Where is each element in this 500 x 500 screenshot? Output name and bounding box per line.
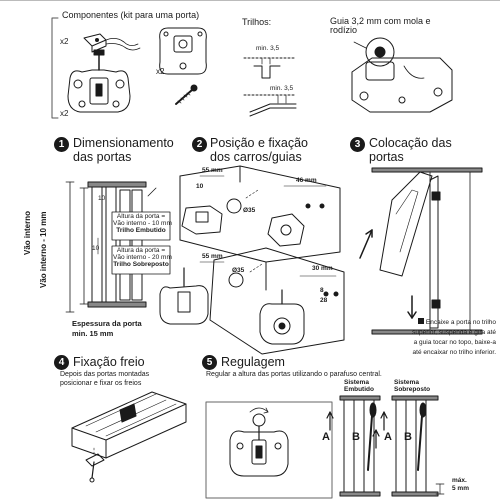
rail-profile-bottom-icon <box>243 94 297 117</box>
box2-line3: Trilho Sobreposto <box>113 260 169 268</box>
thickness-line2: min. 15 mm <box>72 329 114 338</box>
door-height-box-1: Altura da porta = Vão interno - 10 mm Tr… <box>113 213 172 234</box>
rails-title: Trilhos: <box>242 17 272 27</box>
guide-label: Guia 3,2 mm com mola e rodízio <box>330 16 431 36</box>
step3-note-line1: Encaixe a porta no trilho <box>346 318 496 328</box>
box2-line2: Vão interno - 20 mm <box>113 253 172 261</box>
step-1-title-line1: Dimensionamento <box>73 136 174 150</box>
sys1-line1: Sistema <box>344 379 369 386</box>
box1-line3: Trilho Embutido <box>116 226 166 234</box>
dim-8: 8 <box>320 287 324 294</box>
box2-line1: Altura da porta = <box>116 247 166 254</box>
step3-note-line3: a guia tocar no topo, baixe-a <box>413 339 496 346</box>
sys2-line1: Sistema <box>394 379 419 386</box>
dim-35-bottom: Ø35 <box>232 267 245 274</box>
dim-46: 46 mm <box>296 177 317 184</box>
dim-30: 30 mm <box>312 265 333 272</box>
embutido-system-diagram <box>326 395 381 497</box>
info-icon <box>417 318 424 324</box>
max-line1: máx. <box>452 477 467 484</box>
vao-interno-label: Vão interno <box>23 210 32 255</box>
sys1-line2: Embutido <box>344 386 374 393</box>
dim-10-top: 10 <box>98 195 106 202</box>
step-1-number: 1 <box>54 137 69 152</box>
step4-desc-line1: Depois das portas montadas <box>60 371 150 378</box>
step-3-title-line1: Colocação das <box>369 136 452 150</box>
dim-35-top: Ø35 <box>243 207 256 214</box>
step-3-number: 3 <box>350 137 365 152</box>
rail-profile-top-icon <box>243 57 295 79</box>
carriage-assembly-icon <box>67 49 131 113</box>
rail-min-bottom: min. 3,5 <box>270 85 294 92</box>
box1-line2: Vão interno - 10 mm <box>113 219 172 227</box>
dim-28: 28 <box>320 297 328 304</box>
box1-line1: Altura da porta = <box>116 213 166 220</box>
sys2-line2: Sobreposto <box>394 386 431 393</box>
max-line2: 5 mm <box>452 485 469 492</box>
dim-55-bottom: 55 mm <box>202 253 223 260</box>
door-placement-diagram <box>359 167 483 335</box>
step-4-number: 4 <box>54 355 69 370</box>
step-2-number: 2 <box>192 137 207 152</box>
step3-note-line4: até encaixar no trilho inferior. <box>412 349 496 356</box>
step-4-title: Fixação freio <box>73 355 145 369</box>
step-2-title-line1: Posição e fixação <box>210 136 308 150</box>
qty-hangers: x2 <box>60 37 69 46</box>
vao-interno-minus-label: Vão interno - 10 mm <box>39 211 48 288</box>
dim-10-bottom: 10 <box>92 245 100 252</box>
sobreposto-system-diagram <box>380 395 445 497</box>
step-5-title: Regulagem <box>221 355 285 369</box>
door-dimension-diagram <box>65 181 157 313</box>
hanger-clip-icon <box>83 33 141 53</box>
qty-plate: x2 <box>156 67 165 76</box>
brake-fixing-diagram <box>71 391 187 483</box>
step3-note: Encaixe a porta no trilho superior, susp… <box>346 318 496 358</box>
thickness-line1: Espessura da porta <box>72 319 142 328</box>
step-5-number: 5 <box>202 355 217 370</box>
step4-desc-line2: posicionar e fixar os freios <box>60 380 142 387</box>
height-adjustment-diagram <box>205 401 333 499</box>
step-3-title-line2: portas <box>369 150 404 164</box>
label-b1: B <box>352 431 360 443</box>
label-a2: A <box>384 431 392 443</box>
label-a1: A <box>322 431 330 443</box>
door-height-box-2: Altura da porta = Vão interno - 20 mm Tr… <box>113 247 172 268</box>
step3-note-line2: superior, suspenda e gira até <box>412 329 496 336</box>
dim-55-top: 55 mm <box>202 167 223 174</box>
components-title: Componentes (kit para uma porta) <box>62 10 200 20</box>
step5-desc: Regular a altura das portas utilizando o… <box>206 371 382 378</box>
step-1-title-line2: das portas <box>73 150 132 164</box>
rail-min-top: min. 3,5 <box>256 45 280 52</box>
mounting-plate-icon <box>159 27 207 75</box>
carriage-position-diagram <box>159 165 345 355</box>
label-b2: B <box>404 431 412 443</box>
qty-carriage: x2 <box>60 109 69 118</box>
spring-guide-wheel-icon <box>351 37 453 113</box>
screw-icon <box>175 84 198 105</box>
dim-10-step2: 10 <box>196 183 204 190</box>
step-2-title-line2: dos carros/guias <box>210 150 302 164</box>
